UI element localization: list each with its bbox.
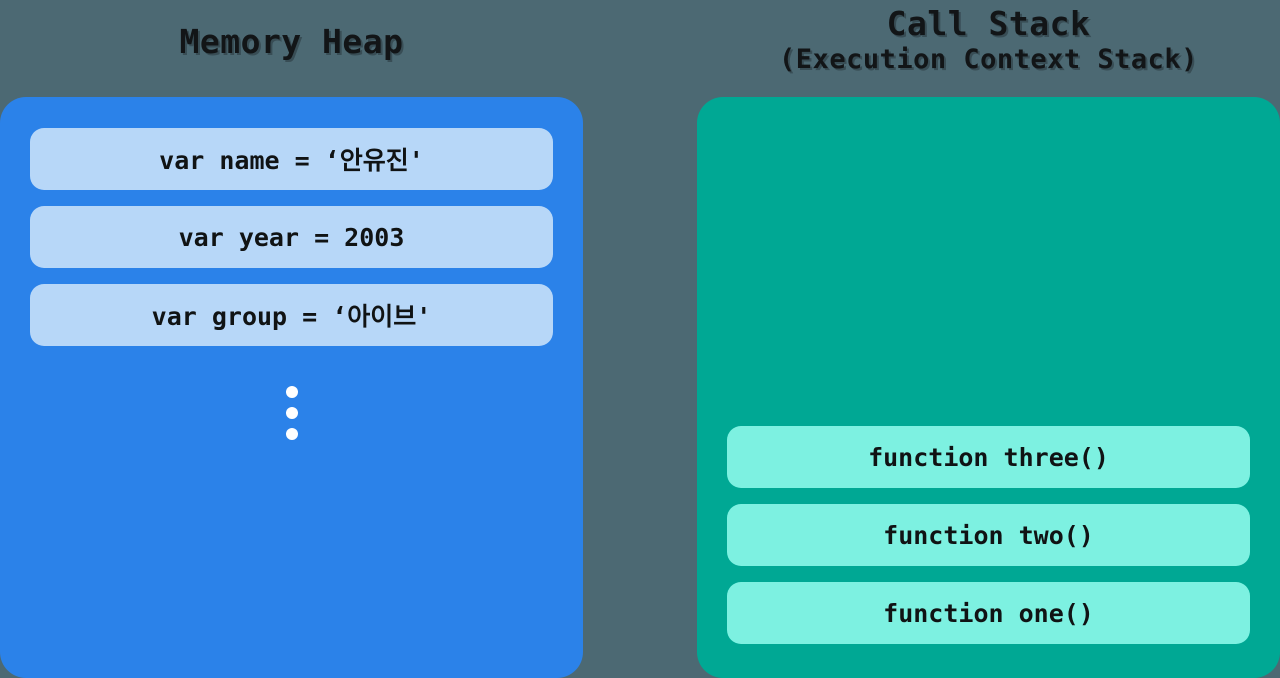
- call-stack-panel: function three() function two() function…: [697, 97, 1280, 678]
- ellipsis-dot: [285, 407, 298, 419]
- heap-variable-box: var name = ‘안유진': [30, 128, 553, 190]
- stack-frame-label: function one(): [883, 598, 1094, 628]
- heap-variable-label: var year = 2003: [178, 222, 405, 252]
- call-stack-title: Call Stack: [886, 4, 1091, 43]
- ellipsis-dots: [0, 386, 583, 440]
- stack-frame-label: function two(): [883, 520, 1094, 550]
- stack-frame-box: function three(): [727, 426, 1250, 488]
- ellipsis-dot: [285, 386, 298, 398]
- heap-variable-label: var name = ‘안유진': [159, 146, 424, 175]
- call-stack-title-block: Call Stack (Execution Context Stack): [697, 4, 1280, 76]
- memory-heap-title: Memory Heap: [179, 22, 404, 61]
- heap-variable-box: var year = 2003: [30, 206, 553, 268]
- stack-frame-label: function three(): [868, 442, 1109, 472]
- call-stack-subtitle: (Execution Context Stack): [779, 44, 1198, 75]
- heap-variable-box: var group = ‘아이브': [30, 284, 553, 346]
- stack-frame-box: function one(): [727, 582, 1250, 644]
- memory-heap-panel: var name = ‘안유진' var year = 2003 var gro…: [0, 97, 583, 678]
- stack-frame-box: function two(): [727, 504, 1250, 566]
- ellipsis-dot: [285, 428, 298, 440]
- heap-variable-label: var group = ‘아이브': [151, 302, 432, 331]
